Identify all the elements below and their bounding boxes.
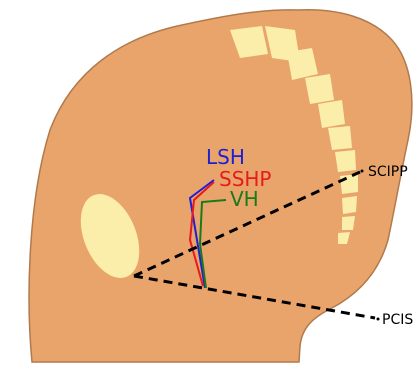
label-pcis: PCIS: [382, 312, 413, 328]
somite: [342, 196, 357, 214]
somite: [318, 100, 345, 128]
somite: [305, 74, 334, 104]
somite: [340, 174, 358, 194]
somite: [328, 126, 352, 150]
label-lsh: LSH: [206, 145, 245, 169]
scipp-endpoint: [361, 170, 364, 173]
label-vh: VH: [230, 187, 259, 211]
somite: [335, 150, 356, 172]
label-scipp: SCIPP: [368, 164, 408, 180]
pcis-endpoint: [377, 318, 380, 321]
somite: [342, 216, 355, 230]
